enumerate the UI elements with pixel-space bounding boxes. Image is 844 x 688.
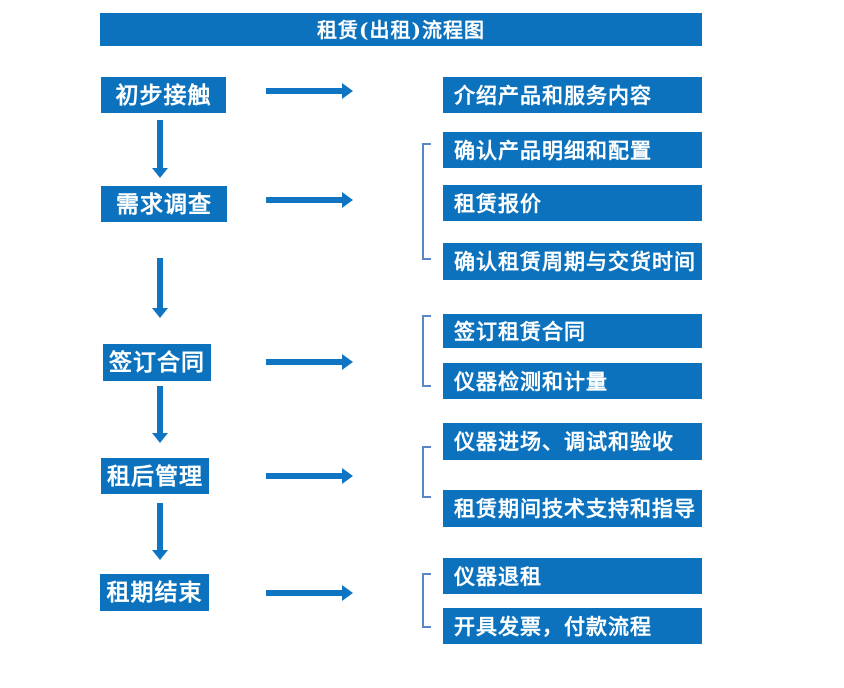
down-arrow-icon-2 bbox=[152, 258, 168, 318]
group-bracket-post-rental bbox=[422, 446, 431, 498]
down-arrow-icon-1 bbox=[152, 120, 168, 178]
detail-box-instrument-arrival: 仪器进场、调试和验收 bbox=[443, 423, 702, 460]
down-arrow-icon-3 bbox=[152, 386, 168, 443]
right-arrow-icon-1 bbox=[266, 83, 353, 99]
right-arrow-icon-4 bbox=[266, 468, 353, 484]
detail-box-introduce-products: 介绍产品和服务内容 bbox=[443, 77, 702, 113]
detail-box-rental-quotation: 租赁报价 bbox=[443, 185, 702, 221]
group-bracket-demand-survey bbox=[422, 143, 431, 260]
stage-box-rental-end: 租期结束 bbox=[100, 574, 209, 611]
detail-box-instrument-testing: 仪器检测和计量 bbox=[443, 363, 702, 399]
stage-box-sign-contract: 签订合同 bbox=[103, 344, 211, 381]
right-arrow-icon-3 bbox=[266, 354, 353, 370]
down-arrow-icon-4 bbox=[152, 503, 168, 560]
group-bracket-sign-contract bbox=[422, 315, 431, 387]
group-bracket-rental-end bbox=[422, 573, 431, 628]
stage-box-demand-survey: 需求调查 bbox=[101, 186, 227, 222]
stage-box-post-rental-mgmt: 租后管理 bbox=[101, 458, 209, 494]
detail-box-tech-support: 租赁期间技术支持和指导 bbox=[443, 490, 702, 527]
detail-box-instrument-return: 仪器退租 bbox=[443, 558, 702, 594]
right-arrow-icon-2 bbox=[266, 192, 353, 208]
detail-box-invoice-payment: 开具发票，付款流程 bbox=[443, 608, 702, 644]
right-arrow-icon-5 bbox=[266, 585, 353, 601]
stage-box-initial-contact: 初步接触 bbox=[101, 77, 226, 113]
detail-box-confirm-period: 确认租赁周期与交货时间 bbox=[443, 243, 702, 280]
flowchart-title: 租赁(出租)流程图 bbox=[100, 13, 702, 46]
detail-box-sign-rental-contract: 签订租赁合同 bbox=[443, 314, 702, 348]
detail-box-confirm-product-spec: 确认产品明细和配置 bbox=[443, 132, 702, 168]
